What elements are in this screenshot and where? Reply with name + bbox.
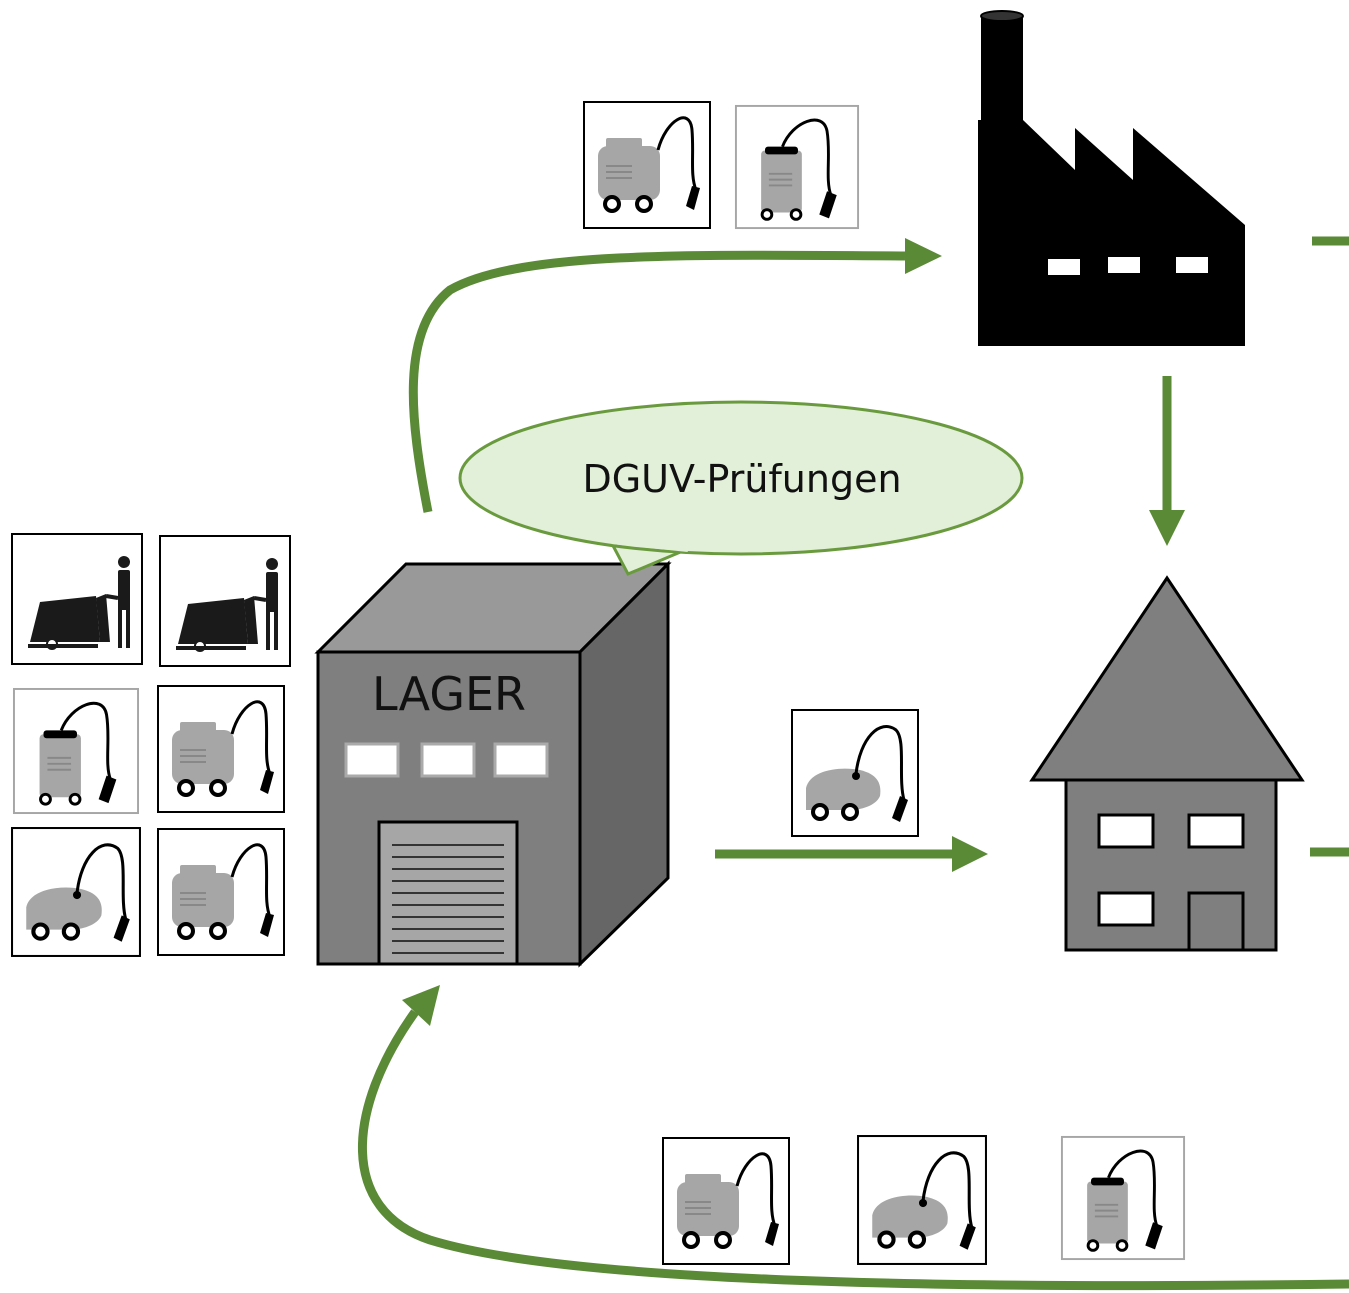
sled-vacuum-icon (858, 1136, 986, 1264)
arrowhead-warehouse (402, 985, 440, 1026)
canister-vacuum-icon (663, 1138, 789, 1264)
canister-vacuum-icon (158, 829, 284, 955)
warehouse-label: LAGER (372, 667, 526, 721)
flow-items-return (663, 1135, 1186, 1264)
speech-bubble (458, 400, 1024, 576)
canister-vacuum-icon (582, 100, 712, 230)
arrow-return-to-warehouse (358, 1009, 1349, 1291)
flow-arrows (358, 236, 1349, 1291)
arrow-warehouse-to-factory (408, 250, 906, 513)
speech-bubble-text: DGUV-Prüfungen (582, 457, 901, 501)
scrubber-dryer-icon (158, 534, 292, 668)
flow-items-to-house (790, 708, 920, 838)
house-icon (1029, 575, 1305, 952)
warehouse-icon (314, 560, 672, 968)
arrowhead-factory (905, 238, 942, 274)
sled-vacuum-icon (12, 828, 140, 956)
canister-vacuum-icon (156, 684, 286, 814)
warehouse-inventory (10, 532, 292, 956)
wet-dry-vacuum-icon (1060, 1135, 1186, 1261)
wet-dry-vacuum-icon (12, 687, 140, 815)
sled-vacuum-icon (790, 708, 920, 838)
scrubber-dryer-icon (10, 532, 144, 666)
factory-icon (978, 10, 1245, 346)
wet-dry-vacuum-icon (734, 104, 860, 230)
flow-items-to-factory (582, 100, 860, 230)
arrowhead-house-top (1149, 510, 1185, 546)
arrowhead-house-left (952, 836, 988, 872)
